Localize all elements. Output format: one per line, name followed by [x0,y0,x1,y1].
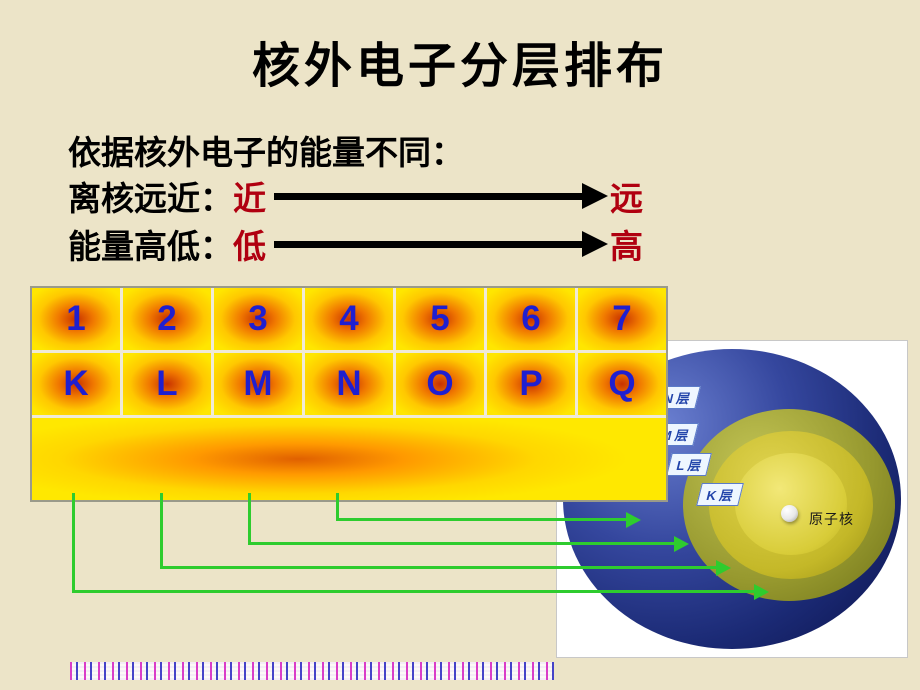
connector-m-horizontal [248,542,674,545]
arrow-right-icon [274,240,582,248]
shell-letter-cell: O [396,353,484,415]
distance-line: 离核远近： 近 远 [68,172,643,220]
connector-m-arrow-icon [674,536,689,552]
energy-line: 能量高低： 低 高 [68,220,643,268]
decorative-border [70,662,554,680]
near-text: 近 [233,182,266,218]
arrow-right-icon [274,192,582,200]
far-text: 远 [610,182,643,218]
shell-number-cell: 1 [32,288,120,350]
connector-n-horizontal [336,518,626,521]
shell-label-l: L 层 [666,453,713,476]
shell-number-cell: 2 [123,288,211,350]
shell-letter-cell: N [305,353,393,415]
electron-shell-table: 1 2 3 4 5 6 7 K L M N O P Q [30,286,668,502]
shell-letter-cell: L [123,353,211,415]
low-text: 低 [233,230,266,266]
connector-k-horizontal [72,590,754,593]
shell-cutaway-inner [735,453,847,555]
nucleus-label: 原子核 [809,511,854,527]
shell-letter-cell: K [32,353,120,415]
shell-gradient-bar [32,418,666,500]
shell-number-cell: 5 [396,288,484,350]
shell-number-cell: 6 [487,288,575,350]
connector-n-vertical [336,493,339,521]
slide-title: 核外电子分层排布 [251,40,668,93]
shell-number-cell: 7 [578,288,666,350]
nucleus-sphere [781,505,798,522]
shell-number-cell: 3 [214,288,302,350]
connector-l-horizontal [160,566,716,569]
shell-letter-cell: Q [578,353,666,415]
intro-text: 依据核外电子的能量不同： [68,136,464,172]
connector-k-arrow-icon [754,584,769,600]
shell-label-k: K 层 [696,483,744,506]
shell-letter-cell: M [214,353,302,415]
connector-l-vertical [160,493,163,569]
energy-label: 能量高低： [68,230,233,266]
distance-label: 离核远近： [68,182,233,218]
connector-k-vertical [72,493,75,593]
connector-l-arrow-icon [716,560,731,576]
high-text: 高 [610,230,643,266]
shell-number-cell: 4 [305,288,393,350]
connector-n-arrow-icon [626,512,641,528]
shell-letter-cell: P [487,353,575,415]
connector-m-vertical [248,493,251,545]
